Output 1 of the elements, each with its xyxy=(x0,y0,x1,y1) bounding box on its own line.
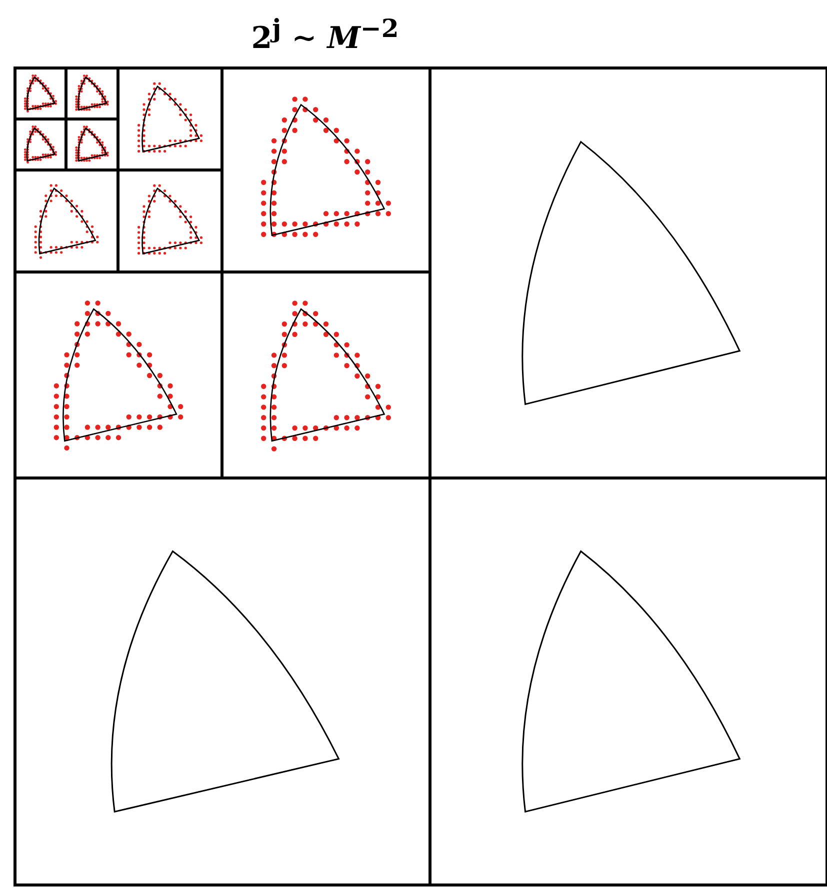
formula-label: 2$^{j}$ ∼ M$^{−2}$ xyxy=(250,14,400,56)
